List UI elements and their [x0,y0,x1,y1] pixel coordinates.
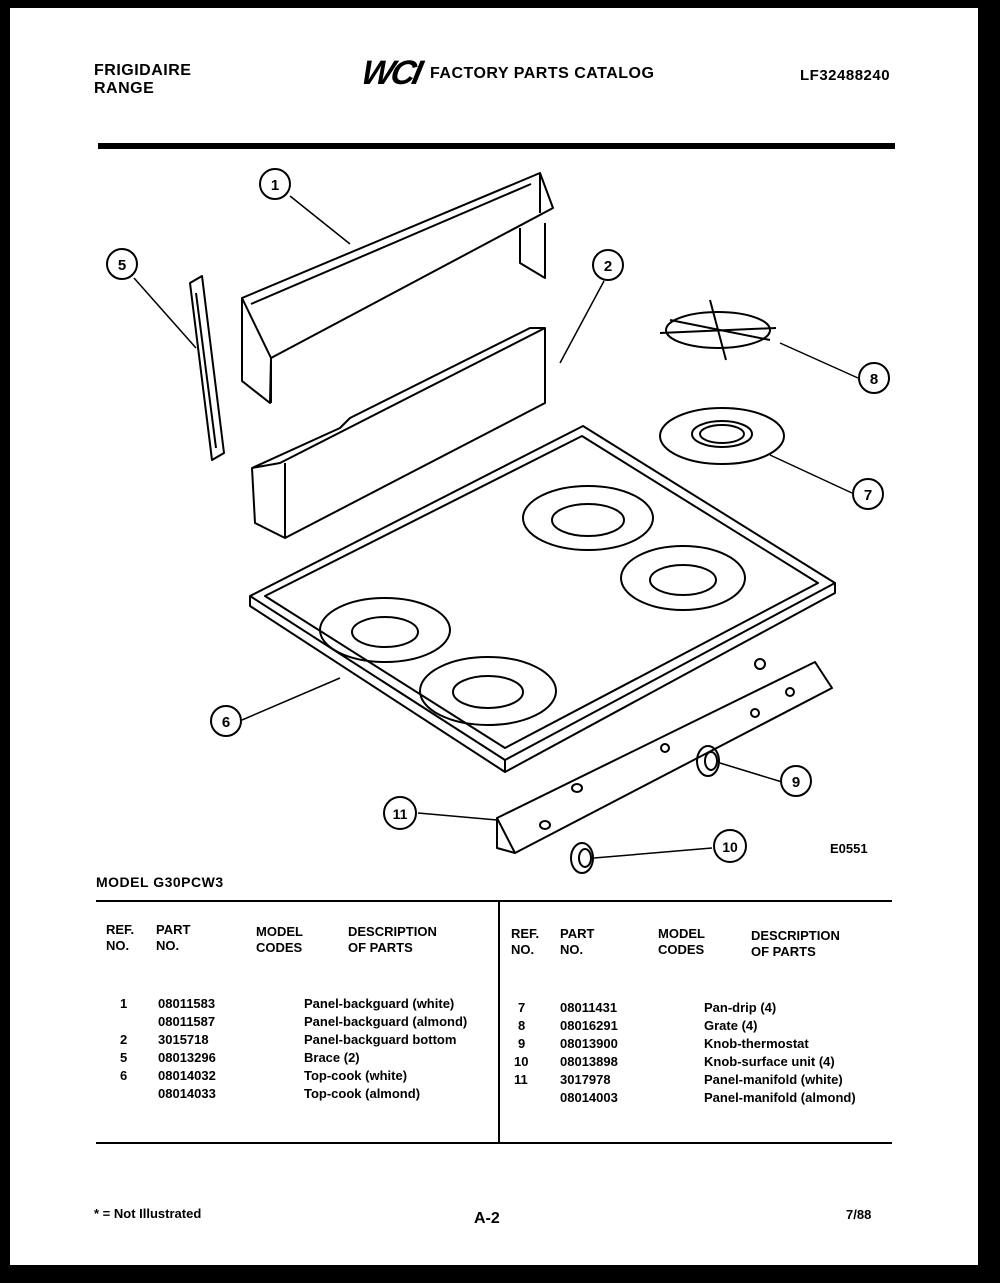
description: Brace (2) [304,1050,360,1065]
product-type: RANGE [94,80,155,97]
ref-no: 5 [120,1050,128,1065]
backguard-bottom-part [251,327,546,539]
part-no: 08011587 [158,1014,216,1029]
description: Panel-manifold (almond) [704,1090,856,1105]
part-no: 08011583 [158,996,216,1011]
ref-no: 11 [514,1072,528,1087]
description: Panel-backguard (white) [304,996,455,1011]
description: Top-cook (almond) [304,1086,421,1101]
part-no: 08013900 [560,1036,618,1051]
drip-pan-part [659,407,785,465]
manifold-panel-part [496,658,833,854]
part-no: 08014003 [560,1090,618,1105]
callout-8-label: 8 [870,371,878,388]
col-part-header-right: PART NO. [560,926,595,957]
callout-7-label: 7 [864,487,872,504]
issue-date: 7/88 [846,1207,872,1222]
callout-5: 5 [106,248,138,280]
catalog-title: FACTORY PARTS CATALOG [430,65,655,82]
col-model-header-left: MODEL CODES [256,924,303,955]
description: Panel-backguard bottom [304,1032,457,1047]
part-no: 08014033 [158,1086,216,1101]
page-number: A-2 [474,1210,500,1227]
model-label: MODEL G30PCW3 [96,874,224,890]
ref-no: 9 [518,1036,526,1051]
description: Pan-drip (4) [704,1000,777,1015]
figure-code: E0551 [830,841,868,856]
exploded-parts-diagram: 1 2 5 6 7 8 9 10 [106,168,890,874]
catalog-sheet: FRIGIDAIRE RANGE WCI FACTORY PARTS CATAL… [10,8,978,1265]
callout-5-label: 5 [118,257,126,274]
ref-no: 10 [514,1054,529,1069]
parts-table: REF. NO. PART NO. MODEL CODES DESCRIPTIO… [96,900,892,1242]
col-part-header-left: PART NO. [156,922,191,953]
callout-11-label: 11 [393,806,408,822]
description: Knob-surface unit (4) [704,1054,835,1069]
leader-lines [133,195,859,859]
callout-6: 6 [210,705,242,737]
part-no: 08016291 [560,1018,618,1033]
catalog-number: LF32488240 [800,67,891,84]
footnote: * = Not Illustrated [94,1206,202,1221]
callout-7: 7 [852,478,884,510]
callout-1-label: 1 [271,177,279,194]
callout-6-label: 6 [222,714,230,731]
table-divider [498,902,500,1144]
knob-surface-part [570,842,594,874]
ref-no: 6 [120,1068,128,1083]
description: Knob-thermostat [704,1036,809,1051]
ref-no: 2 [120,1032,128,1047]
callout-2: 2 [592,249,624,281]
grate-part [659,299,777,361]
brace-part [189,275,225,461]
backguard-panel-part [241,172,554,404]
callout-9-label: 9 [792,774,800,791]
description: Panel-backguard (almond) [304,1014,468,1029]
part-no: 08011431 [560,1000,618,1015]
part-no: 3017978 [560,1072,611,1087]
ref-no: 8 [518,1018,526,1033]
callout-8: 8 [858,362,890,394]
col-ref-header-right: REF. NO. [511,926,540,957]
callout-1: 1 [259,168,291,200]
ref-no: 7 [518,1000,526,1015]
callout-11: 11 [383,796,417,830]
callout-10: 10 [713,829,747,863]
callout-2-label: 2 [604,258,612,275]
col-desc-header-right: DESCRIPTION OF PARTS [751,928,840,959]
col-desc-header-left: DESCRIPTION OF PARTS [348,924,437,955]
description: Top-cook (white) [304,1068,408,1083]
part-no: 08014032 [158,1068,216,1083]
knob-thermostat-part [696,745,720,777]
description: Panel-manifold (white) [704,1072,843,1087]
header-rule [98,143,895,149]
part-no: 08013296 [158,1050,216,1065]
col-model-header-right: MODEL CODES [658,926,705,957]
col-ref-header-left: REF. NO. [106,922,135,953]
description: Grate (4) [704,1018,758,1033]
cooktop-part [249,425,836,773]
part-no: 08013898 [560,1054,618,1069]
callout-10-label: 10 [722,839,738,855]
callout-9: 9 [780,765,812,797]
ref-no: 1 [120,996,128,1011]
part-no: 3015718 [158,1032,209,1047]
brand-name: FRIGIDAIRE [94,62,192,79]
table-bottom-rule [96,1142,892,1144]
